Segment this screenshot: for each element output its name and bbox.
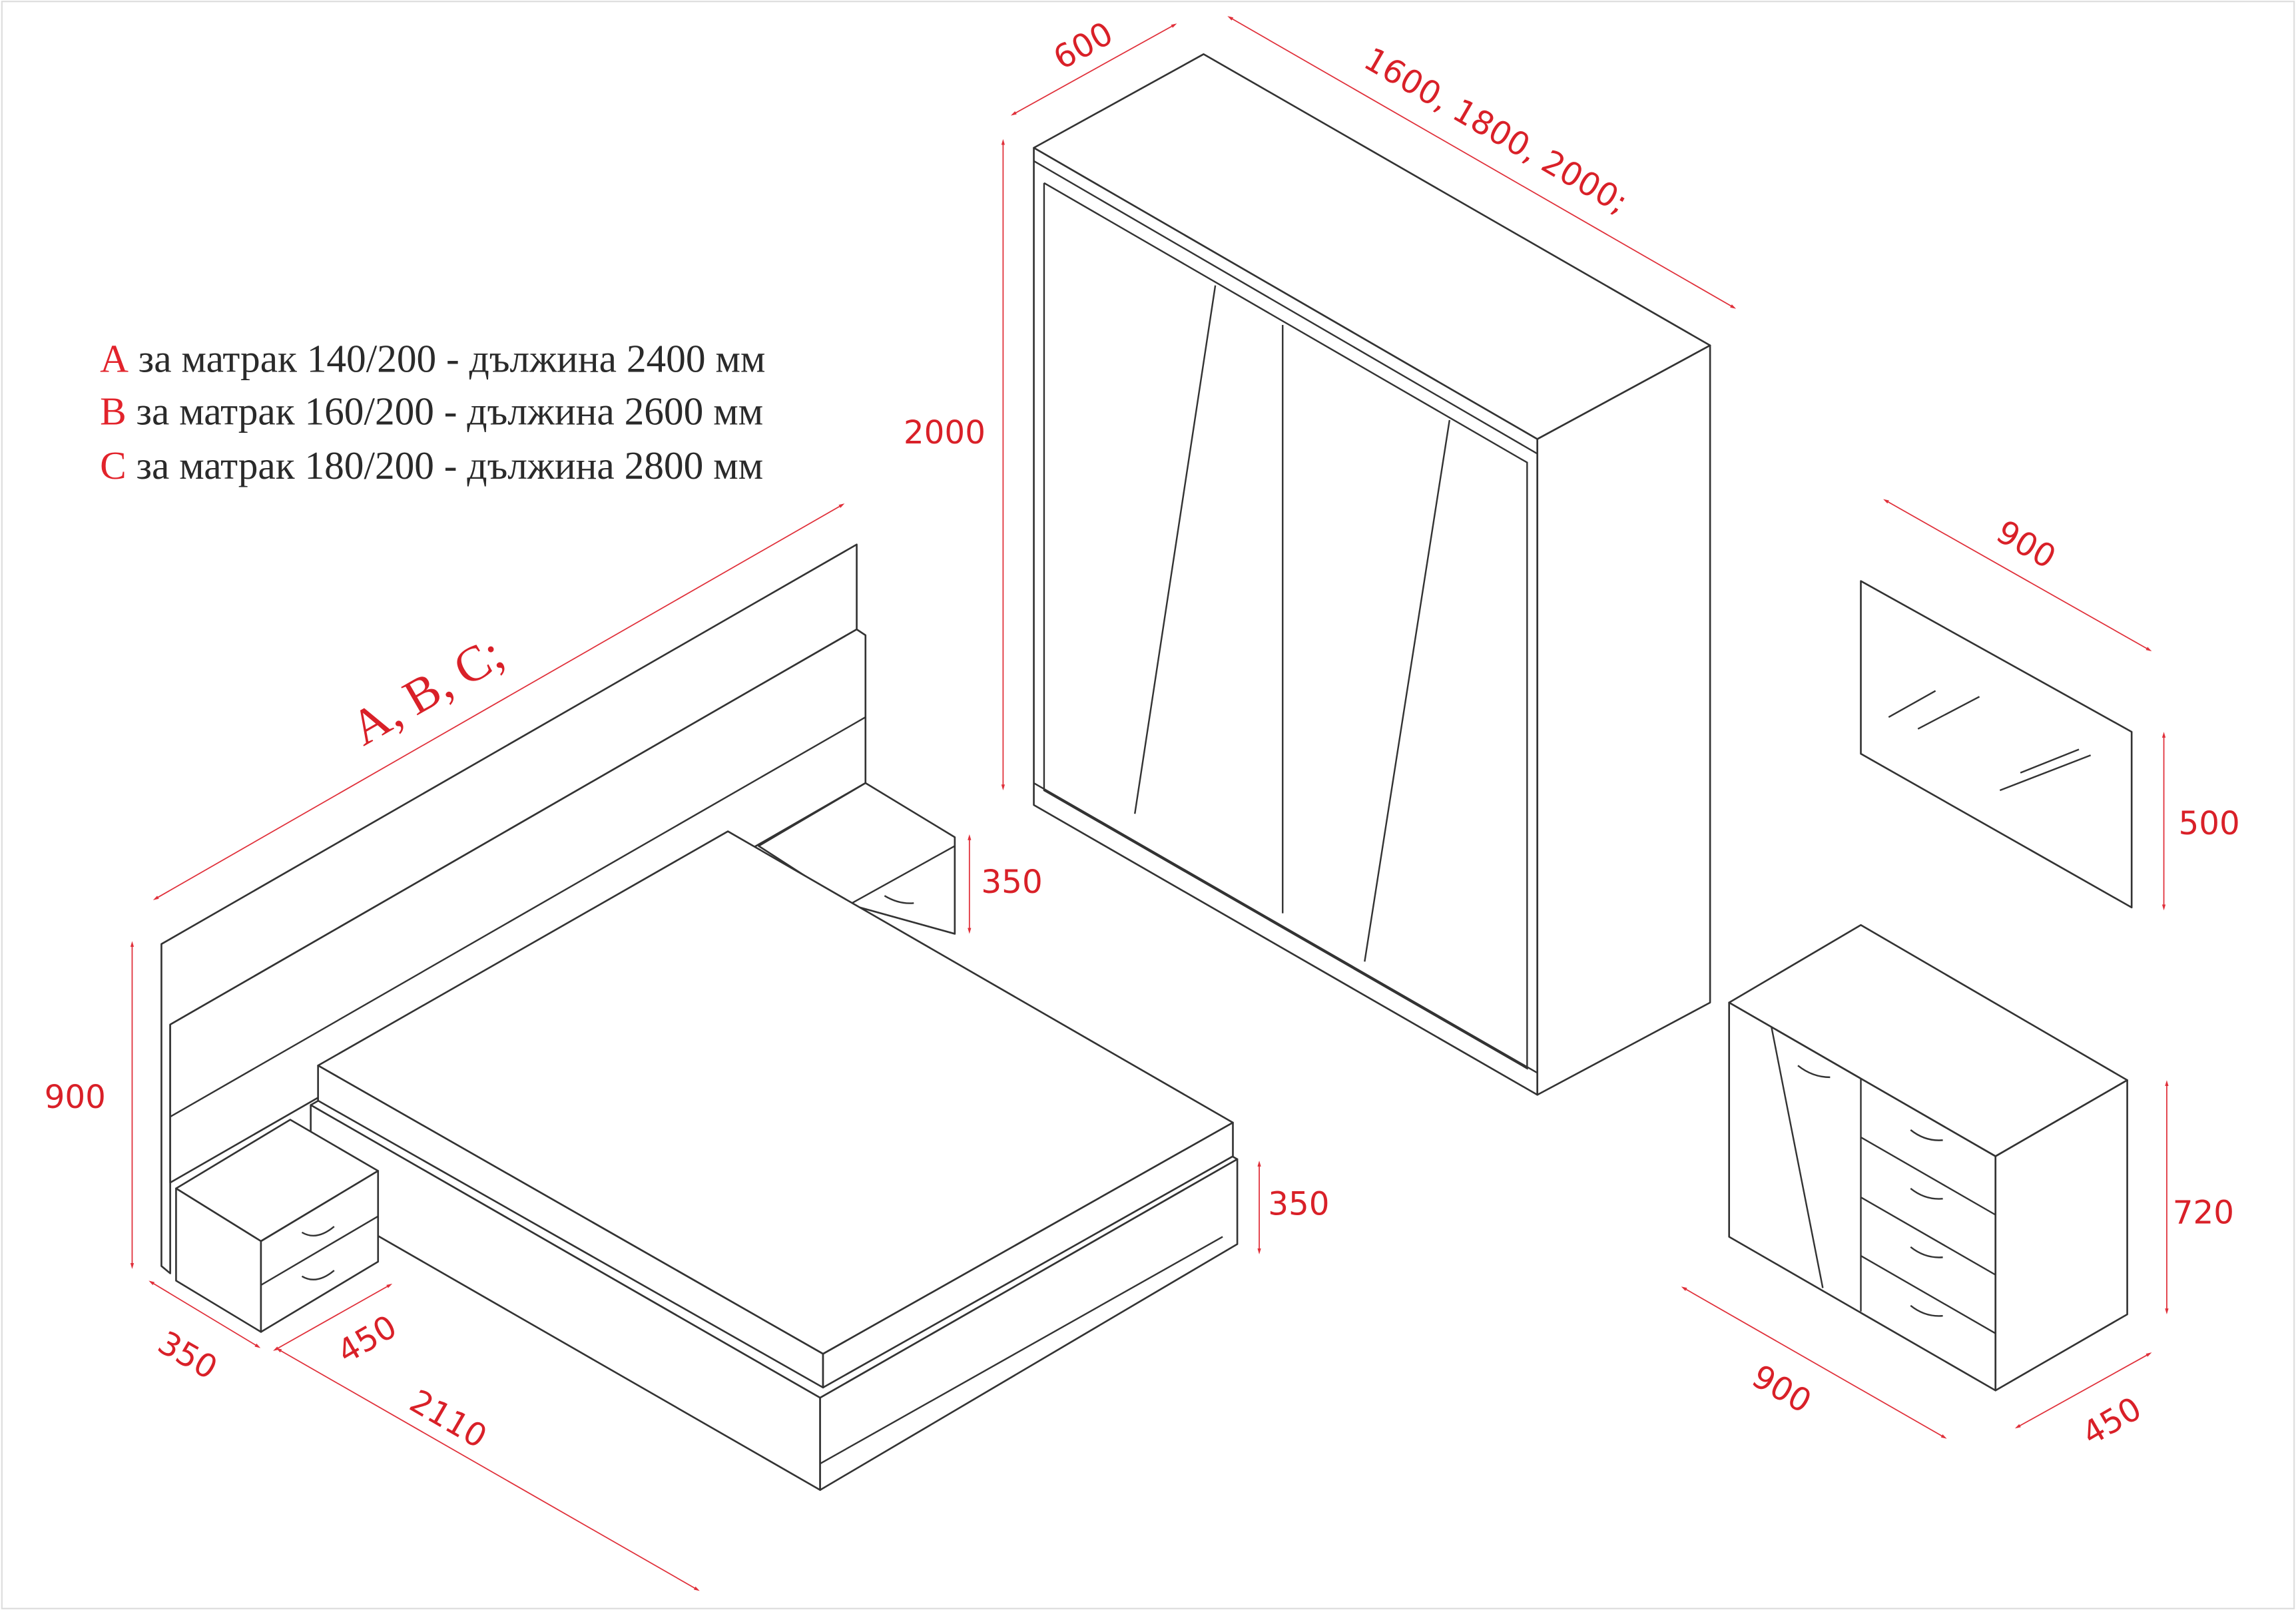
nightstand-depth-label: 350 (152, 1324, 224, 1388)
bed-length-dimension (276, 1348, 700, 1591)
wardrobe-width-dimension (1227, 16, 1737, 309)
drawer-handle-icon (1910, 1129, 1943, 1141)
dresser-height-label: 720 (2173, 1195, 2234, 1232)
mirror-width-label: 900 (1990, 513, 2062, 577)
legend-text-c: за матрак 180/200 - дължина 2800 мм (137, 443, 764, 487)
legend-text-a: за матрак 140/200 - дължина 2400 мм (139, 336, 766, 380)
legend-line-c: C за матрак 180/200 - дължина 2800 мм (100, 443, 763, 487)
nightstand-height-label: 350 (981, 864, 1042, 901)
drawer-handle-icon (301, 1270, 335, 1280)
dresser (1728, 924, 2128, 1392)
legend-letter-c: C (100, 443, 127, 487)
dresser-depth-label: 450 (2076, 1390, 2148, 1454)
mirror (1860, 580, 2133, 909)
headboard-height-label: 900 (45, 1079, 106, 1116)
dresser-width-label: 900 (1745, 1358, 1817, 1421)
drawer-handle-icon (1910, 1187, 1943, 1200)
dresser-depth-dimension (2014, 1352, 2152, 1429)
bed-length-label: 2110 (404, 1383, 493, 1456)
wardrobe-depth-label: 600 (1047, 15, 1119, 77)
nightstand-width-dimension (273, 1283, 393, 1351)
legend-text-b: за матрак 160/200 - дължина 2600 мм (137, 389, 764, 433)
bed-height-label: 350 (1268, 1185, 1329, 1222)
drawer-handle-icon (301, 1226, 335, 1237)
drawer-handle-icon (1910, 1246, 1943, 1258)
mirror-height-label: 500 (2179, 805, 2240, 842)
mirror-width-dimension (1883, 499, 2152, 652)
wardrobe-height-label: 2000 (904, 414, 986, 451)
wardrobe-depth-dimension (1010, 23, 1177, 116)
legend-letter-b: B (100, 389, 127, 433)
dresser-width-dimension (1681, 1286, 1947, 1439)
door-handle-icon (1797, 1065, 1831, 1079)
nightstand-width-label: 450 (331, 1308, 403, 1371)
drawer-handle-icon (884, 895, 914, 904)
legend-letter-a: A (100, 336, 129, 380)
wardrobe (1033, 53, 1711, 1096)
legend-line-b: B за матрак 160/200 - дължина 2600 мм (100, 389, 763, 433)
legend-line-a: A за матрак 140/200 - дължина 2400 мм (100, 336, 765, 380)
nightstand-depth-dimension (148, 1280, 261, 1348)
headboard-length-label: A, B, C; (342, 625, 513, 756)
legend: A за матрак 140/200 - дължина 2400 мм B … (100, 336, 765, 487)
headboard-length-dimension (152, 503, 845, 900)
